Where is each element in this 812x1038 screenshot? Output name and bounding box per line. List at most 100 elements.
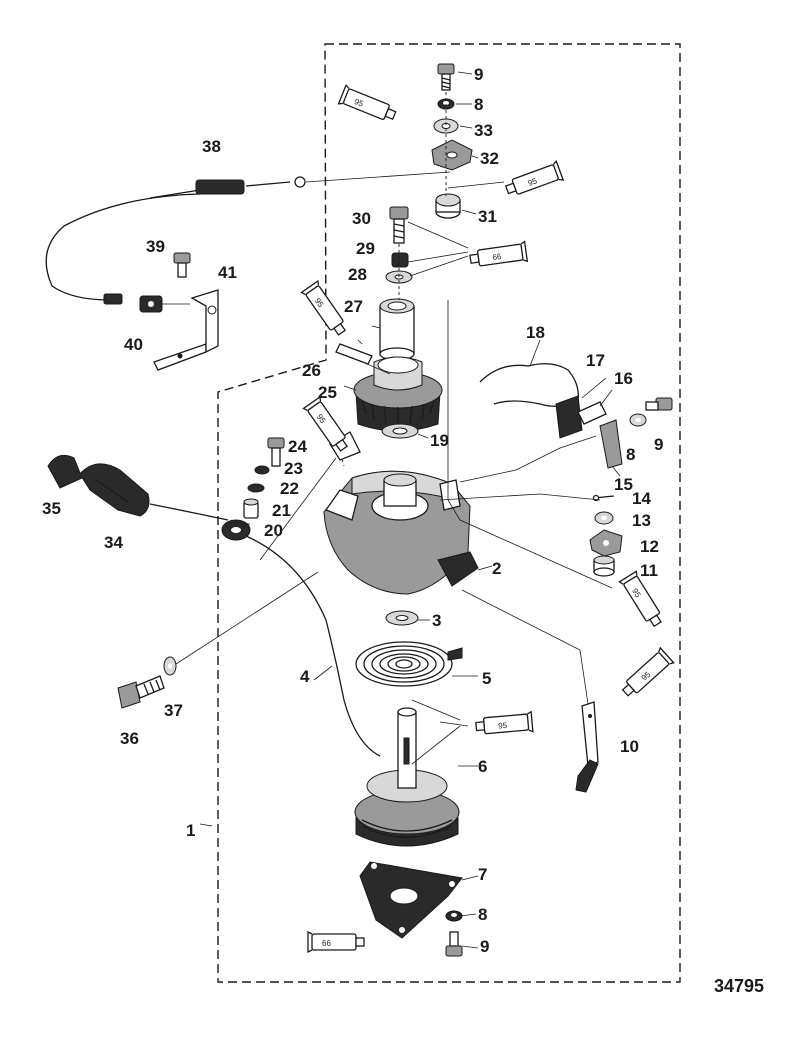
washer-13 (594, 511, 614, 525)
callout-12: 12 (640, 537, 659, 556)
grommet-20 (221, 519, 251, 541)
callout-3: 3 (432, 611, 441, 630)
tube-label-1: 95 (353, 97, 365, 109)
callout-5: 5 (482, 669, 491, 688)
callout-33: 33 (474, 121, 493, 140)
callout-31: 31 (478, 207, 497, 226)
housing-2 (323, 470, 479, 595)
lubricant-tube-6: 95 (618, 570, 662, 628)
lubricant-tube-4: 95 (300, 279, 347, 336)
callout-8-bottom: 8 (478, 905, 487, 924)
callout-35: 35 (42, 499, 61, 518)
washer-23 (254, 465, 270, 475)
lubricant-tube-1: 95 (337, 84, 397, 121)
callout-16: 16 (614, 369, 633, 388)
callout-40: 40 (124, 335, 143, 354)
lubricant-tube-3: 66 (469, 240, 529, 267)
lubricant-tube-2: 95 (504, 160, 565, 195)
nut-8-bottom (445, 910, 463, 922)
lubricant-tube-5: 95 (302, 395, 349, 452)
callout-38: 38 (202, 137, 221, 156)
gear-25 (353, 356, 443, 432)
callout-17: 17 (586, 351, 605, 370)
washer-19 (381, 423, 419, 439)
plate-7 (359, 861, 463, 939)
anchor-40 (139, 295, 163, 313)
screw-24 (267, 437, 285, 467)
callout-11: 11 (640, 561, 658, 580)
callout-24: 24 (288, 437, 307, 456)
callout-14: 14 (632, 489, 651, 508)
callout-41: 41 (218, 263, 237, 282)
callout-25: 25 (318, 383, 337, 402)
callout-7: 7 (478, 865, 487, 884)
washer-37 (163, 656, 177, 676)
screw-39 (173, 252, 191, 278)
callout-9-top: 9 (474, 65, 483, 84)
callout-32: 32 (480, 149, 499, 168)
callout-10: 10 (620, 737, 639, 756)
callout-36: 36 (120, 729, 139, 748)
callout-1: 1 (186, 821, 195, 840)
callout-27: 27 (344, 297, 363, 316)
tube-label-2: 95 (527, 176, 539, 188)
assembly-boundary (217, 43, 681, 983)
washer-3 (385, 610, 419, 626)
lever-10 (575, 701, 599, 793)
throttle-cable-38 (45, 176, 306, 305)
bolt-9-bottom (445, 931, 463, 957)
plate-16 (577, 401, 607, 425)
callout-20: 20 (264, 521, 283, 540)
callout-21: 21 (272, 501, 291, 520)
sleeve-27 (379, 298, 415, 361)
bracket-32 (431, 139, 473, 171)
callout-26: 26 (302, 361, 321, 380)
callout-8-right: 8 (626, 445, 635, 464)
tube-label-8: 95 (498, 721, 508, 731)
callout-19: 19 (430, 431, 449, 450)
callout-29: 29 (356, 239, 375, 258)
washer-8-right (629, 413, 647, 427)
lubricant-tube-7: 95 (621, 646, 675, 697)
pin-26 (335, 343, 373, 365)
lubricant-tube-9: 66 (307, 930, 365, 954)
pawl-15 (599, 419, 623, 469)
callout-30: 30 (352, 209, 371, 228)
bolt-9-right (645, 397, 673, 411)
callout-4: 4 (300, 667, 310, 686)
callout-28: 28 (348, 265, 367, 284)
callout-39: 39 (146, 237, 165, 256)
spring-18 (479, 363, 579, 407)
clip-17 (555, 395, 583, 439)
bushing-11 (593, 555, 615, 577)
bolt-36 (117, 675, 165, 709)
recoil-spring-5 (355, 641, 463, 687)
nut-29 (391, 252, 409, 268)
lubricant-tube-8: 95 (475, 710, 534, 735)
callout-6: 6 (478, 757, 487, 776)
tube-label-9: 66 (322, 939, 331, 948)
bushing-31 (435, 193, 461, 219)
callout-37: 37 (164, 701, 183, 720)
callout-9-bottom: 9 (480, 937, 489, 956)
callout-2: 2 (492, 559, 501, 578)
callout-9-right: 9 (654, 435, 663, 454)
callout-8-top: 8 (474, 95, 483, 114)
figure-number: 34795 (714, 976, 764, 996)
bracket-41 (153, 289, 219, 371)
leader-lines (175, 71, 621, 949)
insert-35 (47, 454, 83, 489)
tube-label-3: 66 (492, 252, 503, 262)
bolt-30 (389, 206, 409, 244)
pulley-6 (354, 707, 460, 847)
callout-13: 13 (632, 511, 651, 530)
cam-12 (589, 529, 623, 557)
callout-18: 18 (526, 323, 545, 342)
starter-rope (149, 503, 381, 757)
callout-23: 23 (284, 459, 303, 478)
spring-washer-22 (247, 483, 265, 493)
callout-34: 34 (104, 533, 123, 552)
handle-34 (79, 463, 150, 517)
bolt-9-top (437, 63, 455, 91)
